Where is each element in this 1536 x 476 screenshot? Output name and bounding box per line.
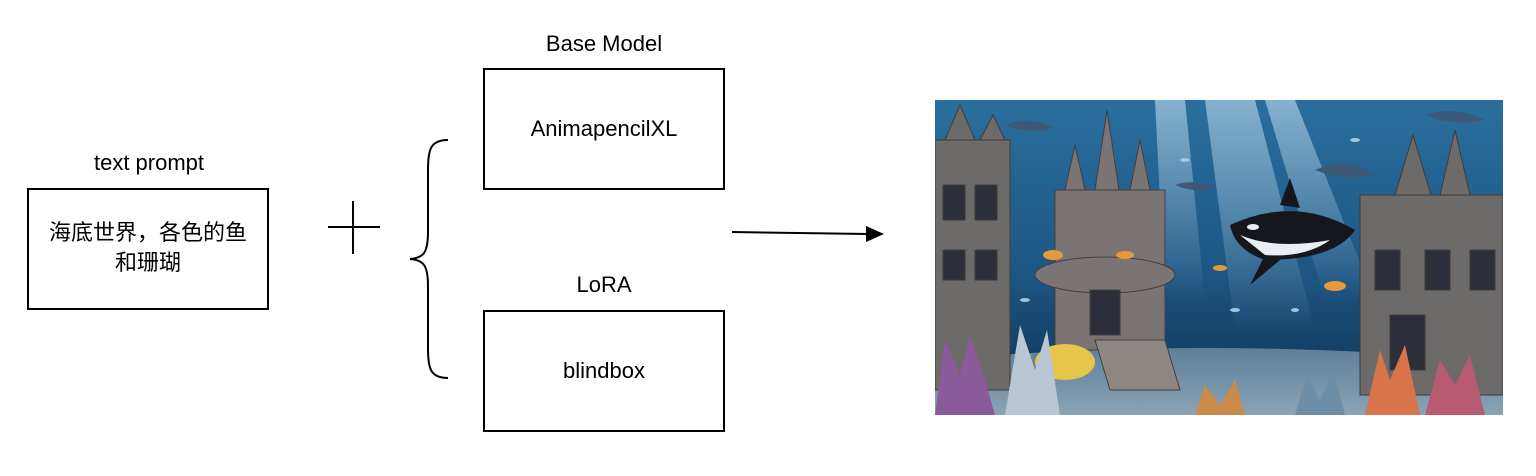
curly-brace: [409, 139, 449, 379]
lora-name: blindbox: [563, 358, 645, 383]
prompt-box: 海底世界，各色的鱼 和珊瑚: [27, 188, 269, 310]
plus-icon: [328, 201, 380, 254]
generated-underwater-image: [935, 100, 1503, 415]
base-model-title: Base Model: [545, 31, 663, 56]
lora-title: LoRA: [576, 272, 632, 297]
arrow: [731, 226, 884, 242]
prompt-title: text prompt: [93, 150, 205, 175]
base-model-box: AnimapencilXL: [483, 68, 725, 190]
prompt-text: 海底世界，各色的鱼 和珊瑚: [48, 221, 247, 276]
lora-box: blindbox: [483, 310, 725, 432]
base-model-name: AnimapencilXL: [530, 116, 678, 141]
